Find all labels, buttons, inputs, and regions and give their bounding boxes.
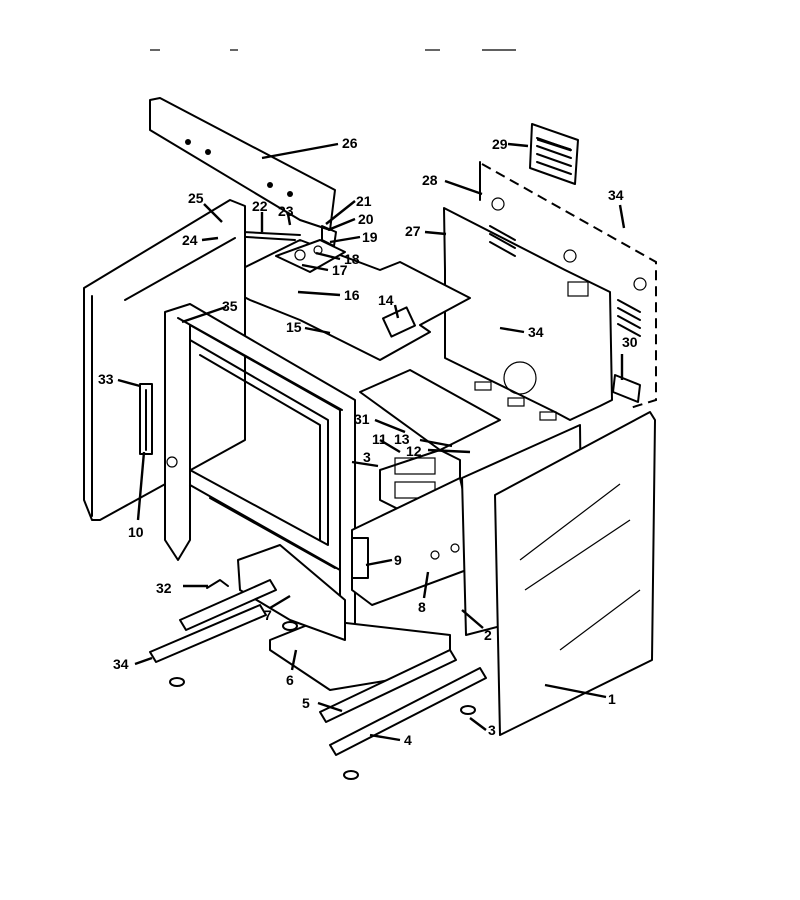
callout-2: 2	[484, 627, 492, 643]
callout-28: 28	[422, 172, 438, 188]
part-vent-grille	[529, 123, 579, 185]
callout-6: 6	[286, 672, 294, 688]
callout-7: 7	[264, 607, 272, 623]
callout-8: 8	[418, 599, 426, 615]
part-clip	[206, 579, 229, 589]
callout-23: 23	[278, 203, 294, 219]
callout-31: 31	[354, 411, 370, 427]
callout-19: 19	[362, 229, 378, 245]
callout-3: 3	[488, 722, 496, 738]
callout-1: 1	[608, 691, 616, 707]
part-door-hinge	[139, 383, 153, 455]
callout-13: 13	[394, 431, 410, 447]
callout-18: 18	[344, 251, 360, 267]
callout-34-bottom: 34	[113, 656, 129, 672]
callout-10: 10	[128, 524, 144, 540]
callout-25: 25	[188, 190, 204, 206]
part-rear-panel	[479, 161, 657, 409]
part-floor-plate	[237, 544, 346, 641]
callout-29: 29	[492, 136, 508, 152]
part-bracket	[351, 537, 369, 579]
callout-9: 9	[394, 552, 402, 568]
callout-24: 24	[182, 232, 198, 248]
part-top-shield	[214, 239, 471, 361]
callout-17: 17	[332, 262, 348, 278]
part-door-glass	[494, 411, 656, 736]
part-bottom-tray	[269, 619, 451, 691]
part-rear-bracket	[612, 374, 641, 403]
callout-14: 14	[378, 292, 394, 308]
callout-20: 20	[358, 211, 374, 227]
part-control-cluster	[275, 225, 346, 273]
callout-34-middle: 34	[528, 324, 544, 340]
callout-26: 26	[342, 135, 358, 151]
leader-lines	[117, 142, 626, 742]
callout-15: 15	[286, 319, 302, 335]
callout-3-inner: 3	[363, 449, 371, 465]
callout-33: 33	[98, 371, 114, 387]
part-back-wall	[443, 207, 613, 421]
callout-4: 4	[404, 732, 412, 748]
callout-5: 5	[302, 695, 310, 711]
callout-16: 16	[344, 287, 360, 303]
part-rails	[149, 579, 487, 756]
callout-27: 27	[405, 223, 421, 239]
callout-35: 35	[222, 298, 238, 314]
callout-21: 21	[356, 193, 372, 209]
callout-11: 11	[372, 431, 387, 447]
part-oven-frame	[164, 303, 356, 641]
callout-12: 12	[406, 443, 422, 459]
part-leveling-feet	[169, 621, 476, 780]
callout-34-top: 34	[608, 187, 624, 203]
callout-22: 22	[252, 198, 268, 214]
callout-labels: 1 2 3 4 5 6 7 8 9 10 11 12 13 14 15 16 1…	[98, 135, 638, 748]
callout-32: 32	[156, 580, 172, 596]
callout-30: 30	[622, 334, 638, 350]
